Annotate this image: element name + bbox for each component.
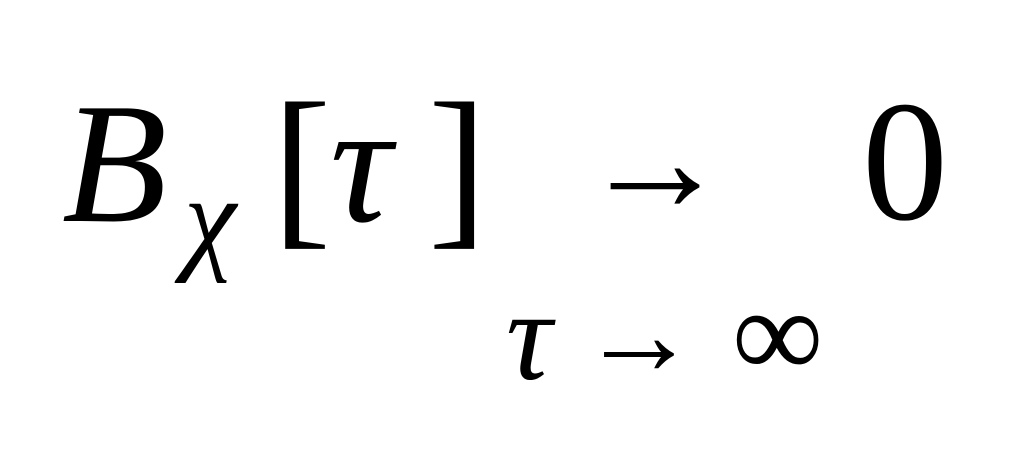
argument-symbol: τ xyxy=(330,69,392,259)
infinity-symbol: ∞ xyxy=(732,263,824,405)
limit-value: 0 xyxy=(862,67,948,257)
limit-arrow-icon: → xyxy=(580,269,698,400)
right-arrow-icon: → xyxy=(580,78,730,244)
base-symbol: B xyxy=(62,69,168,259)
limit-variable: τ xyxy=(506,265,552,407)
subscript-symbol: χ xyxy=(184,153,236,284)
close-bracket: ] xyxy=(428,66,488,264)
open-bracket: [ xyxy=(272,66,332,264)
